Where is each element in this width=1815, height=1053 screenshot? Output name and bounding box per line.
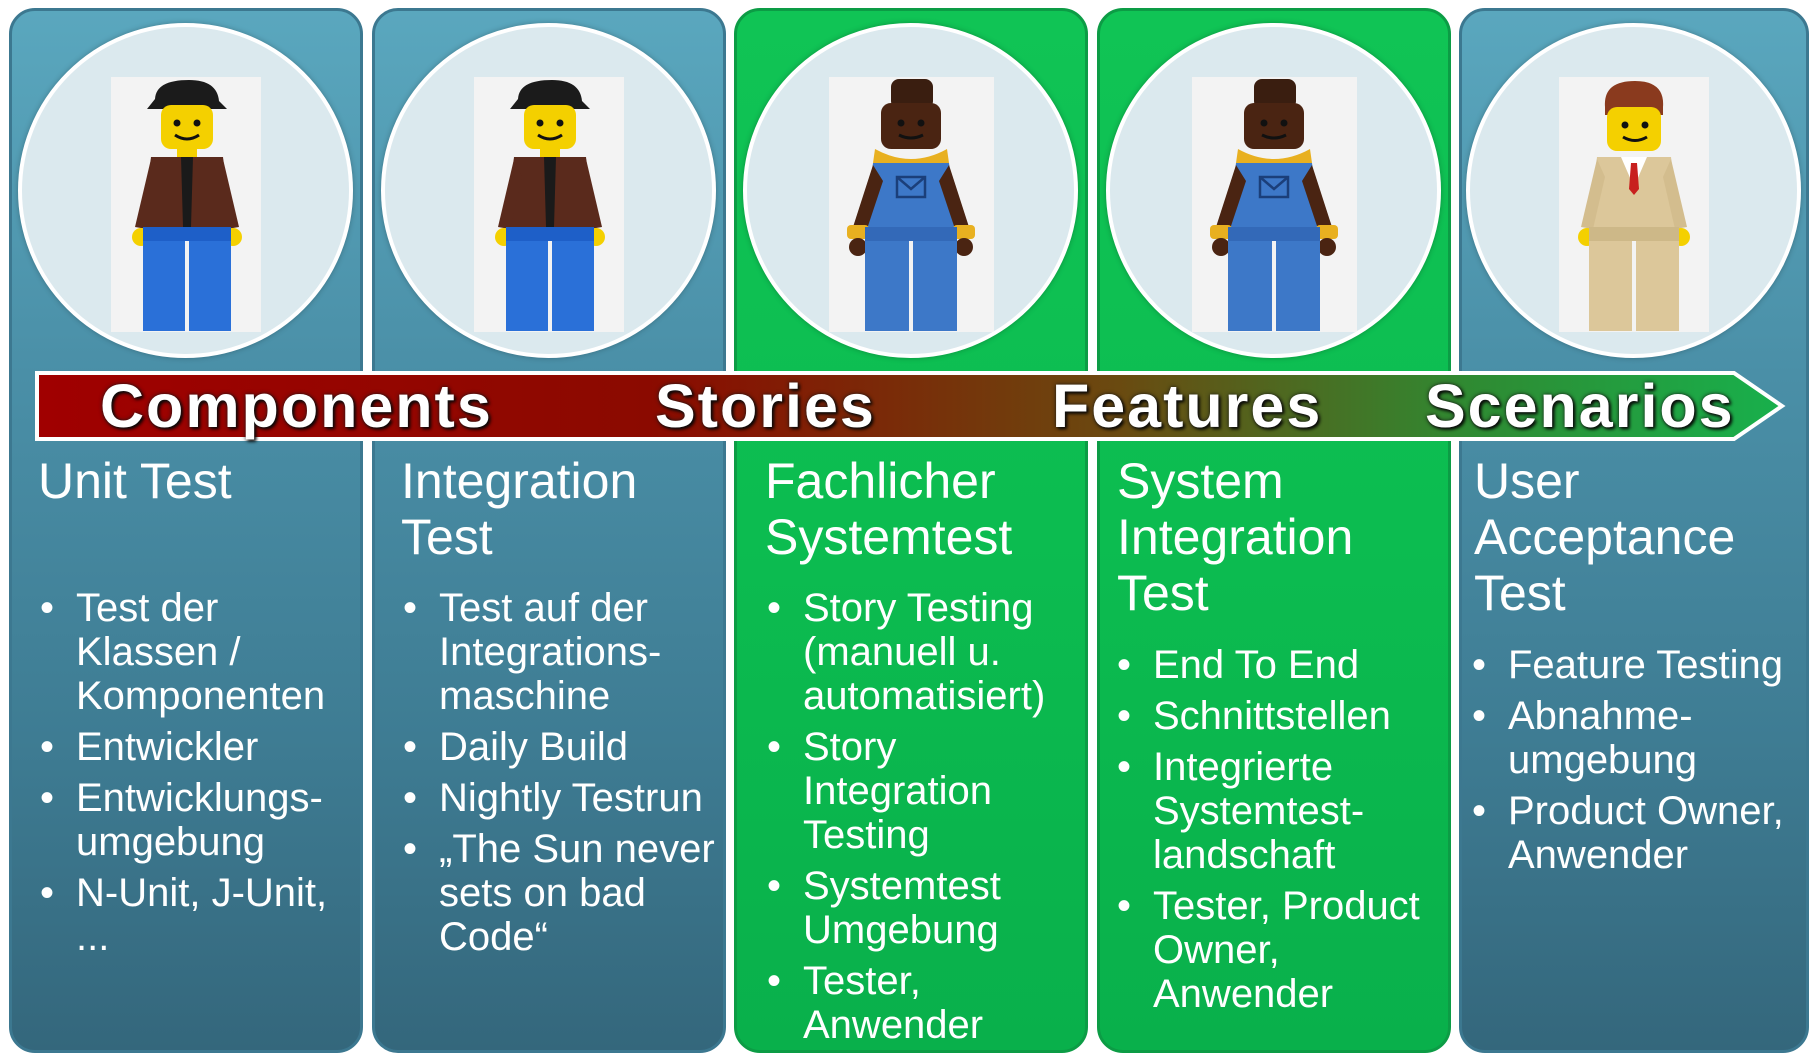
progress-arrow (34, 370, 1786, 442)
figure-circle (1466, 23, 1801, 358)
list-item: Daily Build (403, 725, 723, 769)
list-item: Entwicklungs-umgebung (40, 776, 360, 864)
lego-figure-cap-jacket (473, 77, 624, 332)
lego-figure-suit (1558, 77, 1709, 332)
list-item: Schnittstellen (1117, 694, 1448, 738)
lego-figure-overalls (828, 77, 994, 332)
list-item: Feature Testing (1472, 643, 1806, 687)
figure-circle (743, 23, 1078, 358)
bullet-list: Story Testing(manuell u.automatisiert) S… (737, 586, 1085, 1050)
column-title: Fachlicher Systemtest (765, 453, 1013, 565)
list-item: Product Owner,Anwender (1472, 789, 1806, 877)
arrow-label-features: Features (1052, 372, 1323, 440)
column-user-acceptance-test: User Acceptance Test Feature Testing Abn… (1459, 8, 1809, 1053)
column-title: User Acceptance Test (1474, 453, 1736, 621)
lego-figure-overalls (1191, 77, 1357, 332)
list-item: End To End (1117, 643, 1448, 687)
list-item: Nightly Testrun (403, 776, 723, 820)
arrow-label-scenarios: Scenarios (1425, 372, 1735, 440)
list-item: Abnahme-umgebung (1472, 694, 1806, 782)
column-title: Unit Test (38, 453, 232, 509)
column-fachlicher-systemtest: Fachlicher Systemtest Story Testing(manu… (734, 8, 1088, 1053)
column-system-integration-test: System Integration Test End To End Schni… (1097, 8, 1451, 1053)
figure-circle (18, 23, 353, 358)
bullet-list: End To End Schnittstellen IntegrierteSys… (1100, 643, 1448, 1023)
column-title: System Integration Test (1117, 453, 1354, 621)
figure-circle (1106, 23, 1441, 358)
column-integration-test: Integration Test Test auf derIntegration… (372, 8, 726, 1053)
lego-figure-cap-jacket (110, 77, 261, 332)
arrow-label-components: Components (100, 372, 493, 440)
list-item: Story Testing(manuell u.automatisiert) (767, 586, 1085, 718)
list-item: Tester,Anwender (767, 959, 1085, 1047)
list-item: Entwickler (40, 725, 360, 769)
bullet-list: Feature Testing Abnahme-umgebung Product… (1462, 643, 1806, 884)
list-item: N-Unit, J-Unit,... (40, 871, 360, 959)
column-title: Integration Test (401, 453, 638, 565)
arrow-label-stories: Stories (655, 372, 876, 440)
figure-circle (381, 23, 716, 358)
